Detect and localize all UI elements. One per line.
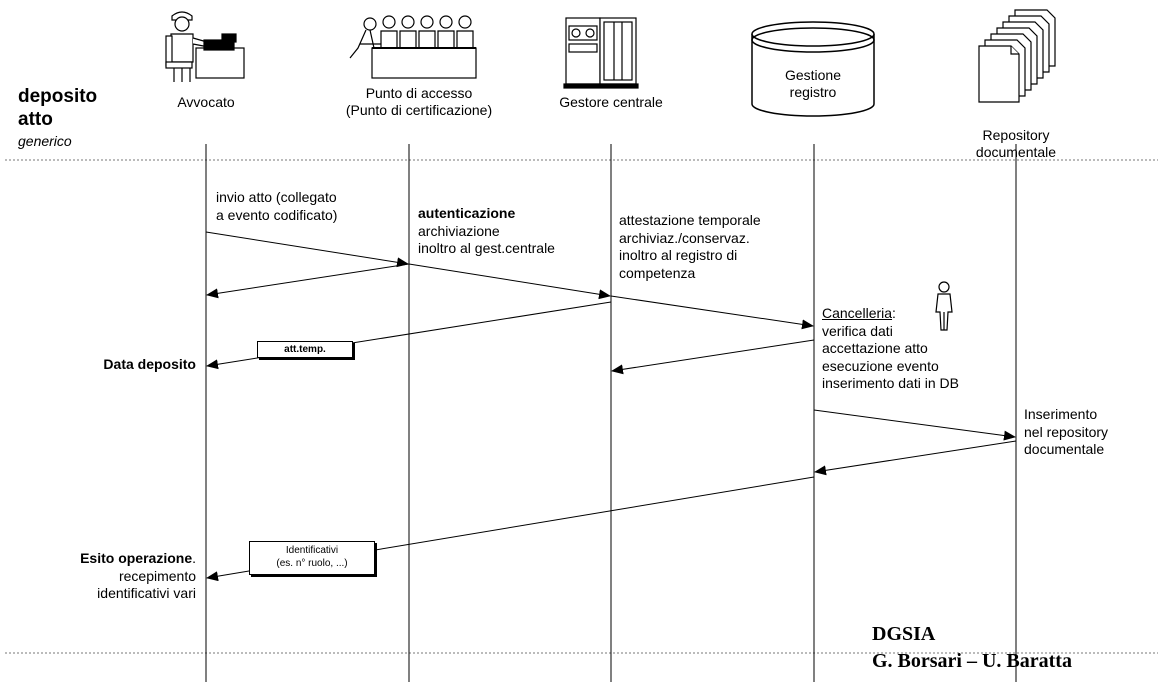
message-cancelleria: Cancelleria: verifica dati accettazione … bbox=[822, 305, 959, 391]
actor-label-gestore-centrale: Gestore centrale bbox=[559, 94, 663, 110]
credit-authors: G. Borsari – U. Baratta bbox=[872, 650, 1072, 672]
arrow-accesso-to-avvocato bbox=[206, 263, 410, 299]
message-gestore: attestazione temporale archiviaz./conser… bbox=[619, 212, 761, 281]
server-cabinet-icon bbox=[563, 17, 639, 89]
arrow-registro-to-repository bbox=[813, 409, 1016, 441]
message-accesso: autenticazione archiviazione inoltro al … bbox=[418, 205, 555, 256]
arrow-gestore-to-registro bbox=[610, 295, 814, 330]
label-esito-operazione: Esito operazione. recepimento identifica… bbox=[80, 550, 196, 601]
document-stack-icon bbox=[978, 9, 1056, 103]
arrow-registro-to-gestore bbox=[611, 339, 815, 375]
message-repository: Inserimento nel repository documentale bbox=[1024, 406, 1109, 457]
actor-label-gestione-registro: Gestione registro bbox=[784, 67, 842, 100]
diagram-title-line1: deposito bbox=[18, 86, 98, 107]
credit-organization: DGSIA bbox=[872, 623, 936, 645]
diagram-title-line2: atto bbox=[18, 109, 53, 130]
message-invio-atto: invio atto (collegato a evento codificat… bbox=[216, 189, 338, 223]
arrow-repository-to-registro bbox=[814, 440, 1017, 476]
diagram-subtitle: generico bbox=[18, 133, 72, 149]
access-point-group-icon bbox=[349, 15, 477, 79]
clerk-person-icon bbox=[935, 281, 953, 331]
actor-label-punto-accesso: Punto di accesso (Punto di certificazion… bbox=[345, 85, 493, 118]
actor-label-avvocato: Avvocato bbox=[177, 94, 235, 110]
arrow-avvocato-to-accesso bbox=[205, 231, 409, 268]
lawyer-at-desk-icon bbox=[165, 11, 245, 82]
database-cylinder-icon bbox=[751, 21, 875, 117]
note-att-temp: att.temp. bbox=[257, 341, 353, 358]
label-data-deposito: Data deposito bbox=[103, 356, 196, 372]
actor-label-repository: Repository documentale bbox=[975, 127, 1057, 160]
note-identificativi: Identificativi (es. n° ruolo, ...) bbox=[249, 541, 375, 575]
arrow-accesso-to-gestore bbox=[408, 263, 611, 300]
